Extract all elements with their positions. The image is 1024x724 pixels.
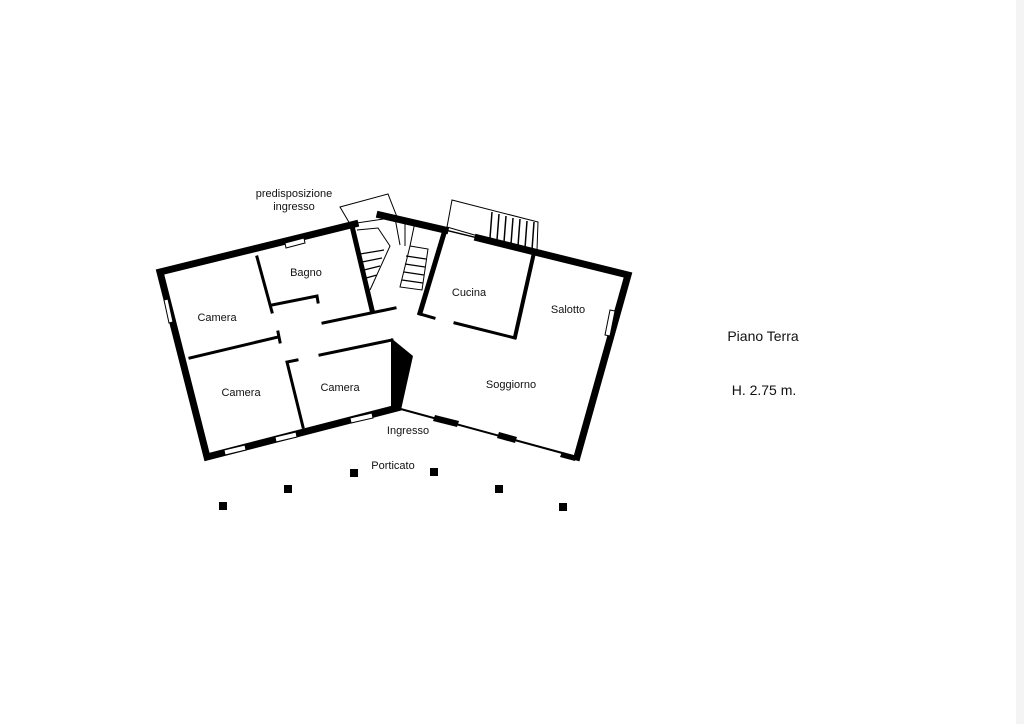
pillar xyxy=(559,503,567,511)
front-glass-wall xyxy=(395,406,579,459)
page-edge xyxy=(1016,0,1024,724)
pillar xyxy=(430,468,438,476)
label-ingresso: Ingresso xyxy=(387,425,429,437)
pillar xyxy=(495,485,503,493)
stair-top-wall xyxy=(375,210,450,235)
left-wing-wall xyxy=(155,219,402,462)
room-camera-1: Camera xyxy=(197,312,237,324)
pillar xyxy=(284,485,292,493)
interior-walls xyxy=(188,222,536,429)
pillar xyxy=(219,502,227,510)
right-wing-wall xyxy=(473,233,633,462)
label-predisposizione: predisposizione xyxy=(256,188,332,200)
room-salotto: Salotto xyxy=(551,304,585,316)
room-camera-2: Camera xyxy=(221,387,261,399)
wall-pillar xyxy=(391,338,413,410)
outer-walls xyxy=(155,210,633,462)
plan-title: Piano Terra xyxy=(727,328,799,344)
room-cucina: Cucina xyxy=(452,287,487,299)
pillar xyxy=(350,469,358,477)
room-bagno: Bagno xyxy=(290,267,322,279)
doors-front xyxy=(433,415,577,461)
porch-pillars xyxy=(219,468,567,511)
room-camera-3: Camera xyxy=(320,382,360,394)
ceiling-height: H. 2.75 m. xyxy=(732,382,797,398)
stairs xyxy=(339,193,539,291)
room-soggiorno: Soggiorno xyxy=(486,379,536,391)
label-predisposizione-ingresso: ingresso xyxy=(273,201,315,213)
windows xyxy=(163,237,616,456)
label-porticato: Porticato xyxy=(371,460,414,472)
